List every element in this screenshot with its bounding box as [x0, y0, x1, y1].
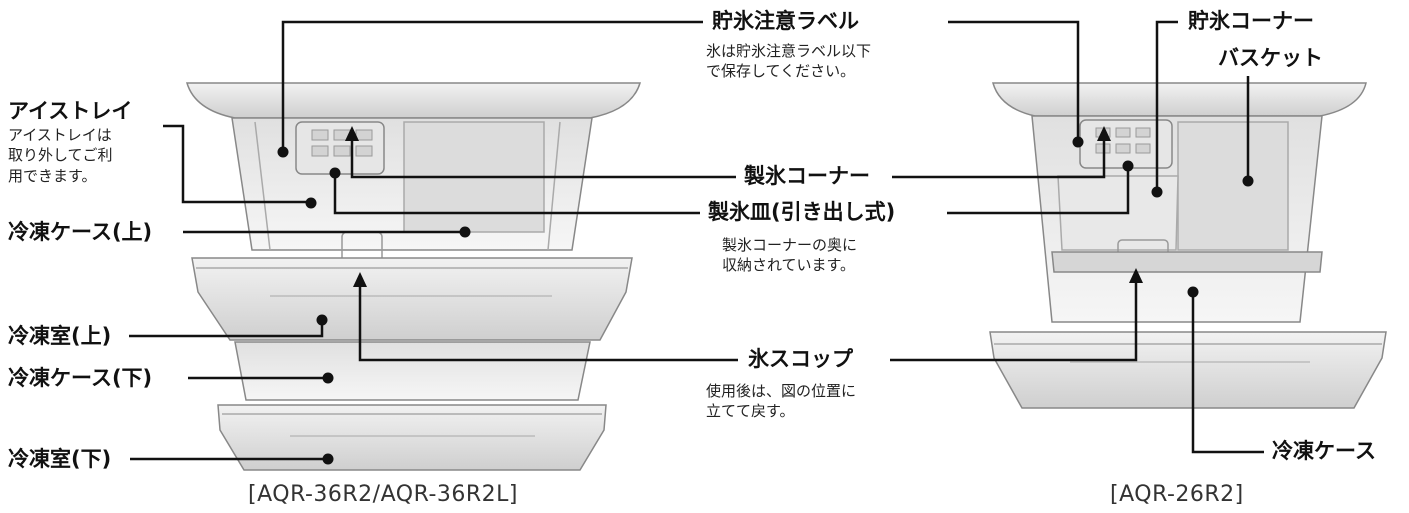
right-storage-basket [1177, 121, 1289, 251]
label-freezer-room-upper: 冷凍室(上) [8, 324, 112, 348]
label-ice-tray: アイストレイ [8, 99, 133, 123]
label-ice-caution: 貯氷注意ラベル [712, 9, 859, 33]
label-ice-storage-basket: バスケット [1218, 46, 1323, 70]
right-top-panel [992, 82, 1367, 117]
label-ice-plate: 製氷皿(引き出し式) [708, 200, 896, 224]
label-ice-scoop: 氷スコップ [748, 347, 853, 371]
note-ice-scoop-line1: 使用後は、図の位置に [706, 382, 857, 400]
note-ice-tray-line1: アイストレイは [8, 126, 112, 144]
label-freezer-room-lower: 冷凍室(下) [8, 447, 112, 471]
note-ice-plate: 製氷コーナーの奥に 収納されています。 [722, 235, 857, 276]
marker-dots [277, 136, 1254, 465]
note-ice-tray-line3: 用できます。 [8, 166, 97, 185]
left-fridge-illustration [185, 82, 642, 471]
note-ice-plate-line1: 製氷コーナーの奥に [722, 236, 858, 254]
label-freezer-case-upper: 冷凍ケース(上) [8, 220, 153, 244]
left-drawer-lower [217, 404, 607, 471]
note-ice-caution-line2: で保存してください。 [706, 62, 856, 81]
note-ice-tray: アイストレイは 取り外してご利 用できます。 [8, 125, 113, 186]
note-ice-caution: 氷は貯氷注意ラベル以下 で保存してください。 [706, 41, 871, 82]
arrowheads [345, 126, 1143, 287]
label-ice-storage-corner: 貯氷コーナー [1188, 9, 1314, 33]
label-freezer-case: 冷凍ケース [1272, 439, 1376, 463]
note-ice-scoop: 使用後は、図の位置に 立てて戻す。 [706, 381, 856, 422]
label-ice-making-corner: 製氷コーナー [744, 164, 870, 188]
leader-lines [129, 20, 1264, 461]
left-case-lower [234, 341, 591, 401]
caption-left-model: [AQR-36R2/AQR-36R2L] [248, 482, 519, 507]
note-ice-caution-line1: 氷は貯氷注意ラベル以下 [706, 42, 872, 60]
note-ice-tray-line2: 取り外してご利 [8, 146, 113, 165]
right-drawer [989, 331, 1387, 409]
note-ice-plate-line2: 収納されています。 [722, 256, 856, 275]
note-ice-scoop-line2: 立てて戻す。 [706, 402, 795, 421]
left-top-panel [185, 82, 642, 119]
label-freezer-case-lower: 冷凍ケース(下) [8, 366, 153, 390]
caption-right-model: [AQR-26R2] [1110, 482, 1244, 507]
left-drawer-upper [191, 257, 633, 341]
